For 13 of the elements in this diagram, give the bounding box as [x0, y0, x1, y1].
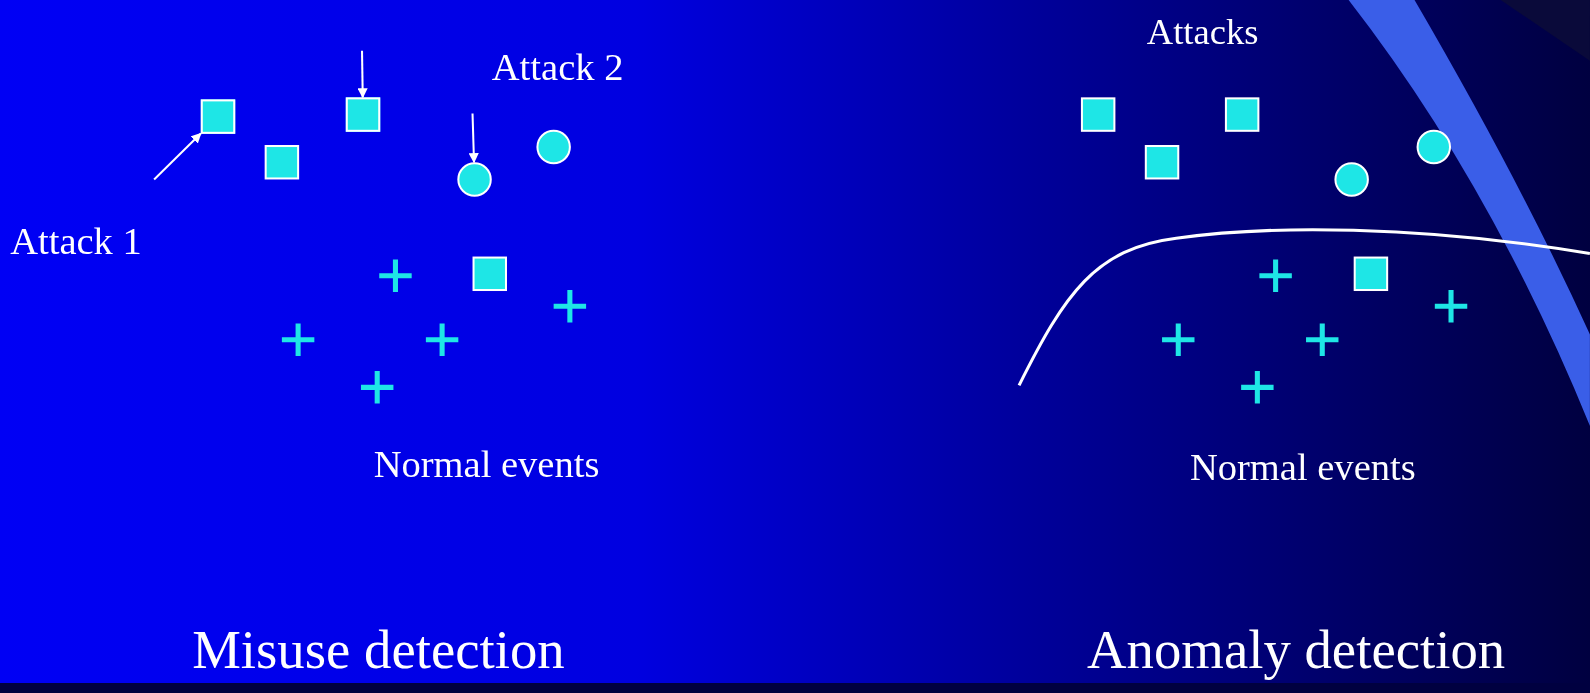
square-marker	[345, 97, 381, 132]
square-marker	[200, 99, 236, 134]
arrow	[468, 113, 479, 164]
attack-label: Attack 1	[10, 221, 173, 258]
panel-caption: Misuse detection	[192, 620, 565, 681]
attack-label: Attack 2	[491, 46, 624, 90]
circle-marker	[457, 162, 492, 197]
normal-events-label: Normal events	[1189, 446, 1416, 489]
attacks-label: Attacks	[1146, 12, 1259, 53]
panel-caption: Anomaly detection	[1087, 620, 1506, 681]
normal-events-label: Normal events	[373, 443, 600, 486]
arrow	[153, 132, 202, 181]
arrow	[357, 50, 368, 99]
